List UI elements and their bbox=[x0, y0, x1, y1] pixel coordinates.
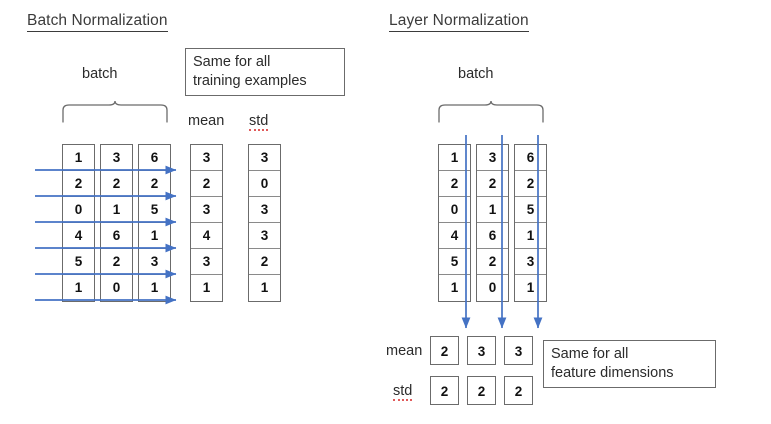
matrix-cell: 0 bbox=[63, 197, 94, 223]
matrix-cell: 3 bbox=[139, 249, 170, 275]
right-matrix-column: 6 2 5 1 3 1 bbox=[514, 144, 547, 302]
right-section-title: Layer Normalization bbox=[389, 12, 529, 32]
mean-cell: 2 bbox=[430, 336, 459, 365]
left-std-vector: 3 0 3 3 2 1 bbox=[248, 144, 281, 302]
mean-cell: 2 bbox=[191, 171, 222, 197]
matrix-cell: 1 bbox=[63, 145, 94, 171]
matrix-cell: 1 bbox=[101, 197, 132, 223]
right-note-box: Same for all feature dimensions bbox=[543, 340, 716, 389]
matrix-cell: 5 bbox=[139, 197, 170, 223]
mean-cell: 4 bbox=[191, 223, 222, 249]
left-mean-vector: 3 2 3 4 3 1 bbox=[190, 144, 223, 302]
matrix-cell: 0 bbox=[488, 280, 497, 295]
right-matrix: 1 2 0 4 5 1 3 2 1 6 2 0 6 2 5 1 3 1 bbox=[438, 144, 547, 302]
mean-cell: 3 bbox=[191, 197, 222, 223]
matrix-cell: 1 bbox=[150, 280, 159, 295]
right-mean-row: 2 3 3 bbox=[430, 336, 533, 365]
std-cell: 3 bbox=[249, 145, 280, 171]
left-matrix: 1 2 0 4 5 1 3 2 1 6 2 0 6 2 5 1 3 1 bbox=[62, 144, 171, 302]
matrix-cell: 1 bbox=[526, 280, 535, 295]
left-batch-label: batch bbox=[82, 66, 118, 82]
left-matrix-column: 6 2 5 1 3 1 bbox=[138, 144, 171, 302]
left-section-title: Batch Normalization bbox=[27, 12, 168, 32]
left-mean-label: mean bbox=[188, 113, 225, 129]
std-cell: 2 bbox=[467, 376, 496, 405]
right-brace-icon bbox=[438, 101, 544, 123]
matrix-cell: 0 bbox=[439, 197, 470, 223]
left-std-label: std bbox=[249, 113, 269, 131]
right-std-label: std bbox=[393, 383, 413, 401]
mean-cell: 3 bbox=[467, 336, 496, 365]
mean-cell: 3 bbox=[504, 336, 533, 365]
matrix-cell: 6 bbox=[477, 223, 508, 249]
matrix-cell: 2 bbox=[139, 171, 170, 197]
left-brace-icon bbox=[62, 101, 168, 123]
matrix-cell: 2 bbox=[101, 171, 132, 197]
matrix-cell: 1 bbox=[139, 223, 170, 249]
matrix-cell: 2 bbox=[515, 171, 546, 197]
right-matrix-column: 3 2 1 6 2 0 bbox=[476, 144, 509, 302]
matrix-cell: 1 bbox=[477, 197, 508, 223]
matrix-cell: 3 bbox=[101, 145, 132, 171]
right-std-row: 2 2 2 bbox=[430, 376, 533, 405]
std-cell: 0 bbox=[249, 171, 280, 197]
std-cell: 1 bbox=[260, 280, 269, 295]
left-section-title-text: Batch Normalization bbox=[27, 12, 168, 32]
left-batch-brace bbox=[60, 101, 170, 123]
std-cell: 2 bbox=[430, 376, 459, 405]
right-matrix-column: 1 2 0 4 5 1 bbox=[438, 144, 471, 302]
matrix-cell: 2 bbox=[63, 171, 94, 197]
right-batch-label: batch bbox=[458, 66, 494, 82]
matrix-cell: 6 bbox=[101, 223, 132, 249]
right-mean-label: mean bbox=[386, 343, 423, 359]
std-cell: 3 bbox=[249, 197, 280, 223]
std-cell: 2 bbox=[249, 249, 280, 275]
matrix-cell: 3 bbox=[515, 249, 546, 275]
matrix-cell: 6 bbox=[139, 145, 170, 171]
std-cell: 2 bbox=[504, 376, 533, 405]
matrix-cell: 1 bbox=[515, 223, 546, 249]
matrix-cell: 5 bbox=[515, 197, 546, 223]
matrix-cell: 3 bbox=[477, 145, 508, 171]
left-note-box: Same for all training examples bbox=[185, 48, 345, 97]
matrix-cell: 2 bbox=[101, 249, 132, 275]
matrix-cell: 2 bbox=[477, 171, 508, 197]
right-batch-brace bbox=[436, 101, 546, 123]
matrix-cell: 1 bbox=[439, 145, 470, 171]
std-cell: 3 bbox=[249, 223, 280, 249]
matrix-cell: 6 bbox=[515, 145, 546, 171]
mean-cell: 3 bbox=[191, 145, 222, 171]
left-matrix-column: 3 2 1 6 2 0 bbox=[100, 144, 133, 302]
matrix-cell: 4 bbox=[439, 223, 470, 249]
mean-cell: 3 bbox=[191, 249, 222, 275]
matrix-cell: 0 bbox=[112, 280, 121, 295]
matrix-cell: 2 bbox=[477, 249, 508, 275]
matrix-cell: 2 bbox=[439, 171, 470, 197]
right-section-title-text: Layer Normalization bbox=[389, 12, 529, 32]
matrix-cell: 5 bbox=[63, 249, 94, 275]
left-matrix-column: 1 2 0 4 5 1 bbox=[62, 144, 95, 302]
matrix-cell: 5 bbox=[439, 249, 470, 275]
matrix-cell: 4 bbox=[63, 223, 94, 249]
mean-cell: 1 bbox=[202, 280, 211, 295]
matrix-cell: 1 bbox=[450, 280, 459, 295]
matrix-cell: 1 bbox=[74, 280, 83, 295]
